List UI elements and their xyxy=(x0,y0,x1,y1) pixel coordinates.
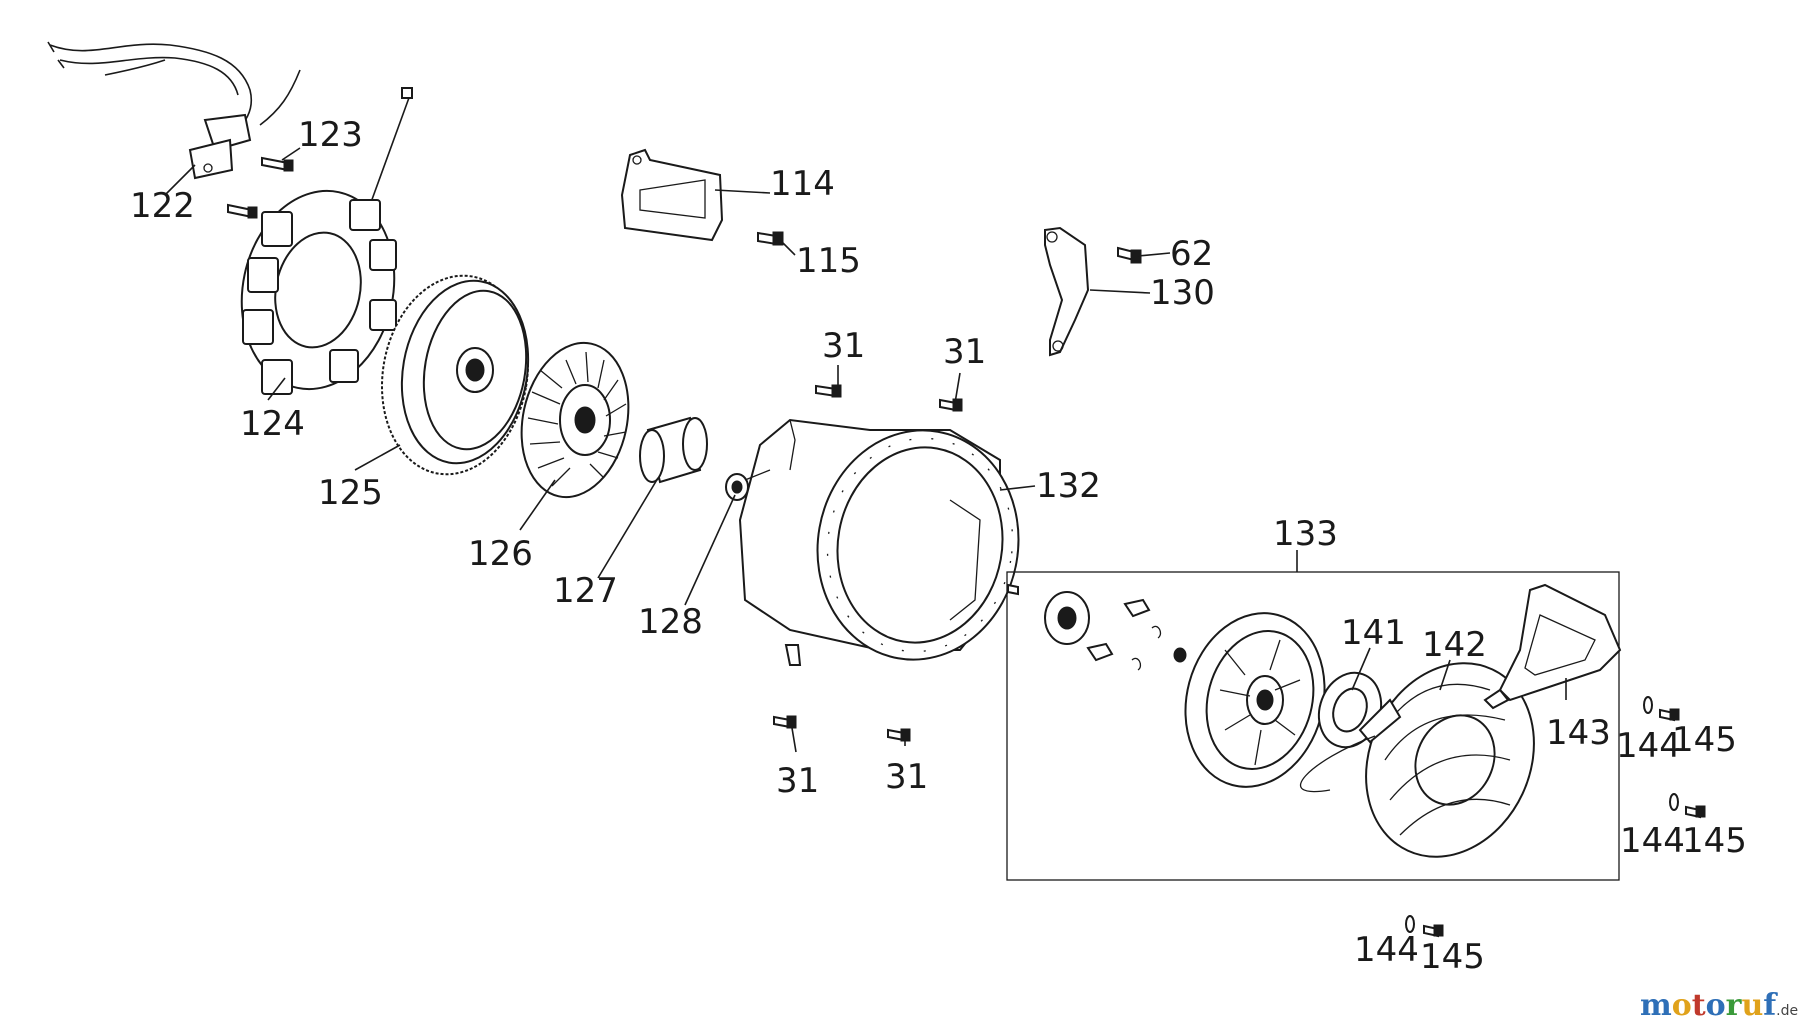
label-31-top-left: 31 xyxy=(822,326,865,366)
bolt-115 xyxy=(757,231,784,246)
bolt-31-bottom-right xyxy=(887,728,911,742)
bolt-62 xyxy=(1117,246,1142,264)
label-145-c: 145 xyxy=(1420,937,1485,977)
label-31-bottom-right: 31 xyxy=(885,757,928,797)
starter-cover-142 xyxy=(1358,662,1535,858)
label-133: 133 xyxy=(1273,514,1338,554)
label-128: 128 xyxy=(638,602,703,642)
recoil-reel xyxy=(1184,612,1326,788)
label-144-c: 144 xyxy=(1354,930,1419,970)
pin-144-c xyxy=(1405,915,1415,933)
label-124: 124 xyxy=(240,404,305,444)
label-114: 114 xyxy=(770,164,835,204)
leader-lines xyxy=(164,147,1567,753)
label-130: 130 xyxy=(1150,273,1215,313)
part-labels: 123 122 124 125 126 127 128 114 115 62 1… xyxy=(130,115,1747,977)
bracket-130 xyxy=(1044,226,1090,357)
fan-housing-132 xyxy=(738,418,1020,666)
bolt-145-a xyxy=(1659,708,1680,722)
label-141: 141 xyxy=(1341,613,1406,653)
bolt-145-b xyxy=(1685,805,1706,819)
bolt-31-top-left xyxy=(815,384,842,398)
pin-144-a xyxy=(1643,696,1653,714)
stator-124 xyxy=(240,87,413,395)
starter-cup-127 xyxy=(639,416,708,484)
bolt-123 xyxy=(261,156,294,172)
label-127: 127 xyxy=(553,571,618,611)
ignition-coil-harness xyxy=(47,41,301,180)
starter-rope xyxy=(1299,735,1376,793)
motoruf-watermark-logo: motoruf.de xyxy=(1640,988,1798,1023)
flywheel-125 xyxy=(380,274,530,476)
bolt-31-bottom-left xyxy=(773,715,797,729)
label-31-top-right: 31 xyxy=(943,332,986,372)
label-145-a: 145 xyxy=(1672,720,1737,760)
label-62: 62 xyxy=(1170,234,1213,274)
starter-handle-143 xyxy=(1483,583,1622,710)
label-144-b: 144 xyxy=(1620,821,1685,861)
label-126: 126 xyxy=(468,534,533,574)
label-144-a: 144 xyxy=(1616,726,1681,766)
starter-small-parts xyxy=(1007,583,1187,671)
watermark-text: motoruf.de xyxy=(1640,988,1798,1023)
cooling-fan-126 xyxy=(520,341,630,499)
bolt-31-top-right xyxy=(939,398,963,412)
label-31-bottom-left: 31 xyxy=(776,761,819,801)
label-125: 125 xyxy=(318,473,383,513)
bolt-122 xyxy=(227,203,258,219)
label-142: 142 xyxy=(1422,625,1487,665)
label-132: 132 xyxy=(1036,466,1101,506)
label-145-b: 145 xyxy=(1682,821,1747,861)
recoil-starter-assembly-box-133 xyxy=(1006,571,1620,881)
bracket-114 xyxy=(620,148,724,242)
bolt-145-c xyxy=(1423,924,1444,938)
label-122: 122 xyxy=(130,186,195,226)
label-115: 115 xyxy=(796,241,861,281)
flywheel-nut-128 xyxy=(725,473,749,501)
label-123: 123 xyxy=(298,115,363,155)
pin-144-b xyxy=(1669,793,1679,811)
label-143: 143 xyxy=(1546,713,1611,753)
